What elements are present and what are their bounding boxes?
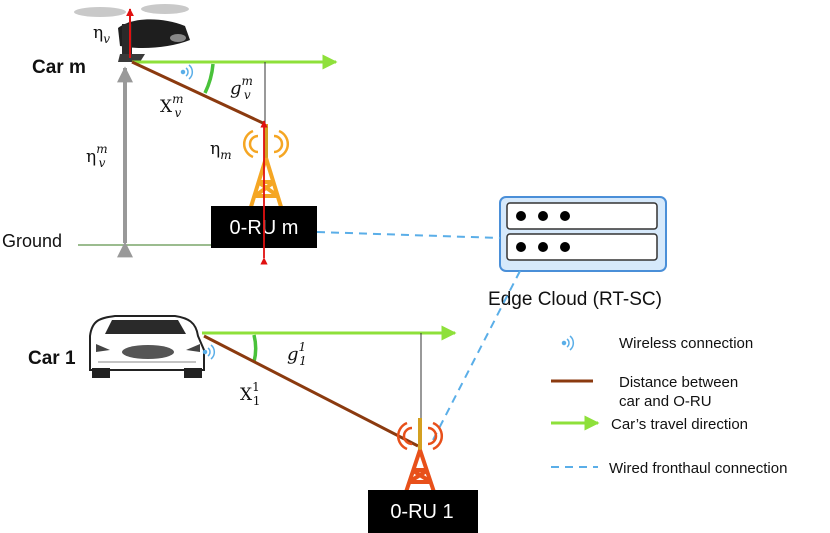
car-m-label: Car m [32, 57, 86, 78]
server-icon [499, 196, 667, 272]
legend-travel: Car’s travel direction [611, 416, 748, 433]
legend-wireless: Wireless connection [619, 335, 753, 352]
wired-link-m [316, 231, 501, 239]
edge-cloud-label: Edge Cloud (RT-SC) [488, 289, 662, 310]
flying-car-icon [74, 4, 190, 62]
angle-arc-car-m [203, 63, 215, 94]
wired-link-1 [432, 270, 521, 441]
tower-icon [397, 418, 443, 493]
eta-m-label: ηm [210, 139, 232, 162]
oru-1-label: 0-RU 1 [390, 501, 453, 523]
wireless-icon [202, 344, 216, 360]
wireless-icon [561, 335, 575, 351]
ground-label: Ground [2, 231, 62, 251]
angle-arc-car-1 [252, 334, 258, 363]
legend-distance-line2: car and O-RU [619, 393, 712, 410]
car-icon [89, 315, 205, 378]
legend-wired: Wired fronthaul connection [609, 460, 787, 477]
car-1-label: Car 1 [28, 348, 76, 369]
legend-distance-line1: Distance between [619, 374, 738, 391]
tower-icon [243, 124, 289, 211]
legend: Wireless connection Distance between car… [551, 335, 787, 477]
distance-line-car-1 [203, 334, 419, 448]
distance-line-car-m [131, 60, 266, 126]
wireless-icon [180, 64, 194, 80]
eta-v-label: ηv [93, 23, 110, 46]
oru-1-box [368, 490, 478, 533]
